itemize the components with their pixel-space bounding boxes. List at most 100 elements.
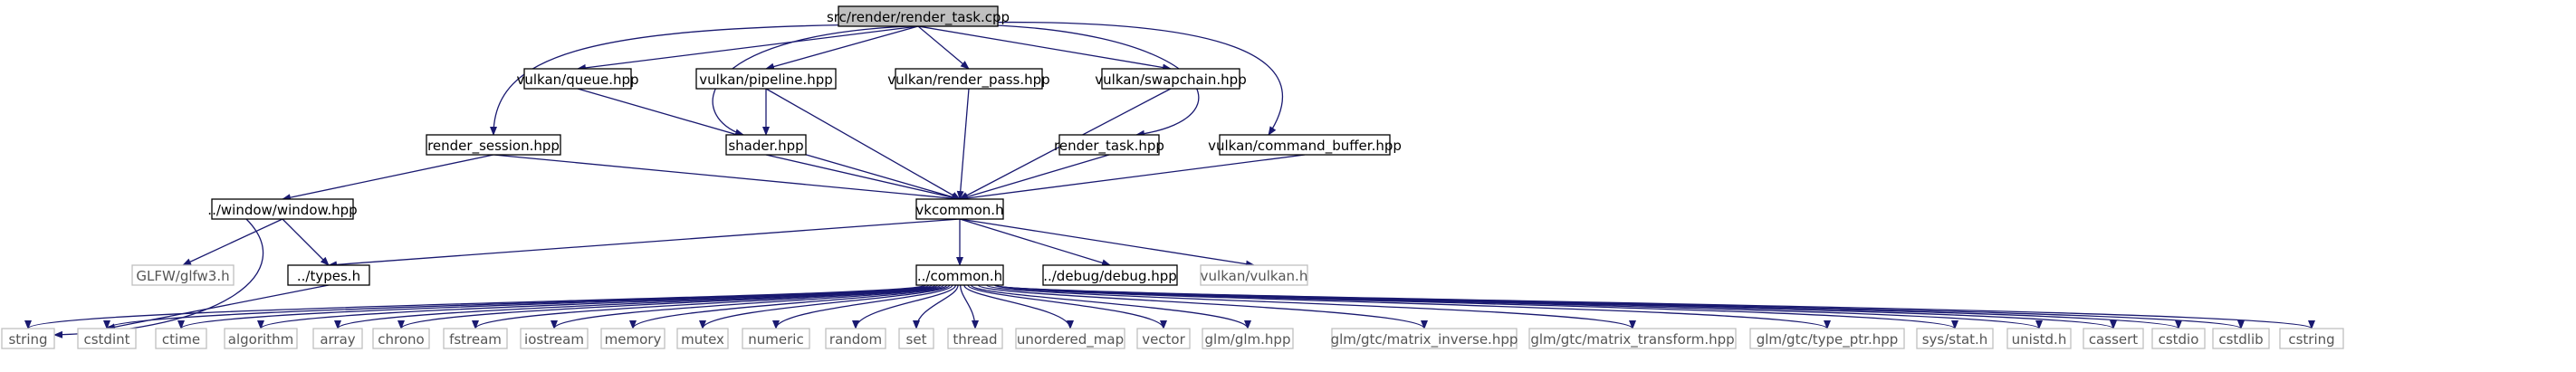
node-command-buffer[interactable]: vulkan/command_buffer.hpp xyxy=(1208,134,1402,156)
node-label: set xyxy=(906,331,927,348)
node-box xyxy=(1528,328,1737,349)
node-box xyxy=(947,328,1003,349)
node-shader[interactable]: shader.hpp xyxy=(725,134,807,156)
node-box xyxy=(1331,328,1518,349)
node-box xyxy=(426,134,561,156)
node-label: random xyxy=(829,331,882,348)
node-box xyxy=(2083,328,2144,349)
node-label: glm/gtc/matrix_transform.hpp xyxy=(1530,331,1734,348)
node-box xyxy=(676,328,729,349)
node-cstdint: cstdint xyxy=(77,328,137,349)
node-unordered-map: unordered_map xyxy=(1015,328,1125,349)
node-label: GLFW/glfw3.h xyxy=(136,268,229,284)
node-box xyxy=(1916,328,1994,349)
node-label: ctime xyxy=(162,331,200,348)
node-box xyxy=(600,328,666,349)
edge-root-to-queue xyxy=(577,25,919,72)
edge-vkcommon-to-debug xyxy=(959,218,1111,267)
node-root: src/render/render_task.cpp xyxy=(827,5,1010,27)
node-types[interactable]: ../types.h xyxy=(287,264,370,286)
node-render-task-h[interactable]: render_task.hpp xyxy=(1054,134,1164,156)
node-box xyxy=(312,328,363,349)
node-label: glm/gtc/type_ptr.hpp xyxy=(1757,331,1899,348)
node-box xyxy=(695,68,837,90)
node-box xyxy=(1200,264,1308,286)
node-box xyxy=(1136,328,1191,349)
edge-common-to-unordered_map xyxy=(963,284,1074,329)
node-box xyxy=(372,328,430,349)
node-ctime: ctime xyxy=(155,328,207,349)
node-memory: memory xyxy=(600,328,666,349)
edge-common-to-cstring xyxy=(995,284,2315,329)
node-fstream: fstream xyxy=(443,328,508,349)
node-box xyxy=(2212,328,2270,349)
node-label: glm/glm.hpp xyxy=(1205,331,1291,348)
node-chrono: chrono xyxy=(372,328,430,349)
node-render-session[interactable]: render_session.hpp xyxy=(426,134,561,156)
node-common[interactable]: ../common.h xyxy=(915,264,1004,286)
node-box xyxy=(443,328,508,349)
node-box xyxy=(1202,328,1294,349)
node-label: cstdlib xyxy=(2218,331,2263,348)
edge-common-to-fstream xyxy=(472,284,942,329)
edge-vkcommon-to-types xyxy=(328,218,961,269)
node-box xyxy=(742,328,810,349)
edge-window-to-glfw xyxy=(182,218,283,266)
edge-render_session-to-window xyxy=(282,154,494,202)
node-label: string xyxy=(8,331,47,348)
edge-common-to-memory xyxy=(629,284,948,329)
node-cstring: cstring xyxy=(2279,328,2344,349)
node-label: ../common.h xyxy=(917,268,1002,284)
edge-render_pass-to-vkcommon xyxy=(956,88,970,200)
node-label: vulkan/render_pass.hpp xyxy=(887,72,1049,89)
node-box xyxy=(2151,328,2206,349)
node-label: cassert xyxy=(2089,331,2138,348)
node-vector: vector xyxy=(1136,328,1191,349)
node-pipeline[interactable]: vulkan/pipeline.hpp xyxy=(695,68,837,90)
node-box xyxy=(1058,134,1160,156)
node-label: vulkan/queue.hpp xyxy=(516,72,638,88)
node-box xyxy=(2006,328,2072,349)
node-debug[interactable]: ../debug/debug.hpp xyxy=(1042,264,1178,286)
node-label: vulkan/pipeline.hpp xyxy=(699,72,833,88)
node-cassert: cassert xyxy=(2083,328,2144,349)
node-window[interactable]: ../window/window.hpp xyxy=(207,198,358,220)
edge-vkcommon-to-vulkan_h xyxy=(959,218,1255,268)
edge-common-to-numeric xyxy=(772,284,953,329)
node-glfw: GLFW/glfw3.h xyxy=(131,264,235,286)
edge-shader-to-vkcommon xyxy=(765,154,961,201)
node-box xyxy=(1042,264,1178,286)
node-label: vulkan/vulkan.h xyxy=(1201,268,1308,284)
node-box xyxy=(211,198,354,220)
node-label: memory xyxy=(605,331,662,348)
node-queue[interactable]: vulkan/queue.hpp xyxy=(516,68,639,90)
node-box xyxy=(287,264,370,286)
node-label: render_task.hpp xyxy=(1054,138,1164,155)
node-vkcommon[interactable]: vkcommon.h xyxy=(915,198,1004,220)
node-box xyxy=(520,328,589,349)
node-box xyxy=(1219,134,1391,156)
node-box xyxy=(1101,68,1240,90)
node-label: ../window/window.hpp xyxy=(207,202,357,218)
node-matrix-inverse: glm/gtc/matrix_inverse.hpp xyxy=(1331,328,1518,349)
node-label: vulkan/swapchain.hpp xyxy=(1095,72,1246,88)
node-string: string xyxy=(1,328,55,349)
edge-common-to-random xyxy=(852,284,957,329)
edge-command_buffer-to-vkcommon xyxy=(959,154,1306,202)
edge-root-to-pipeline xyxy=(765,25,919,71)
node-glm: glm/glm.hpp xyxy=(1202,328,1294,349)
edge-root-to-render_session xyxy=(490,24,883,136)
node-label: unistd.h xyxy=(2012,331,2067,348)
node-thread: thread xyxy=(947,328,1003,349)
node-label: numeric xyxy=(748,331,803,348)
node-box xyxy=(77,328,137,349)
node-label: algorithm xyxy=(228,331,293,348)
node-label: cstdio xyxy=(2159,331,2199,348)
node-swapchain[interactable]: vulkan/swapchain.hpp xyxy=(1095,68,1247,90)
node-label: cstdint xyxy=(83,331,129,348)
node-cstdio: cstdio xyxy=(2151,328,2206,349)
node-render-pass[interactable]: vulkan/render_pass.hpp xyxy=(887,68,1050,90)
node-box xyxy=(523,68,632,90)
edge-common-to-mutex xyxy=(699,284,951,329)
edge-common-to-matrix_inverse xyxy=(977,284,1428,329)
